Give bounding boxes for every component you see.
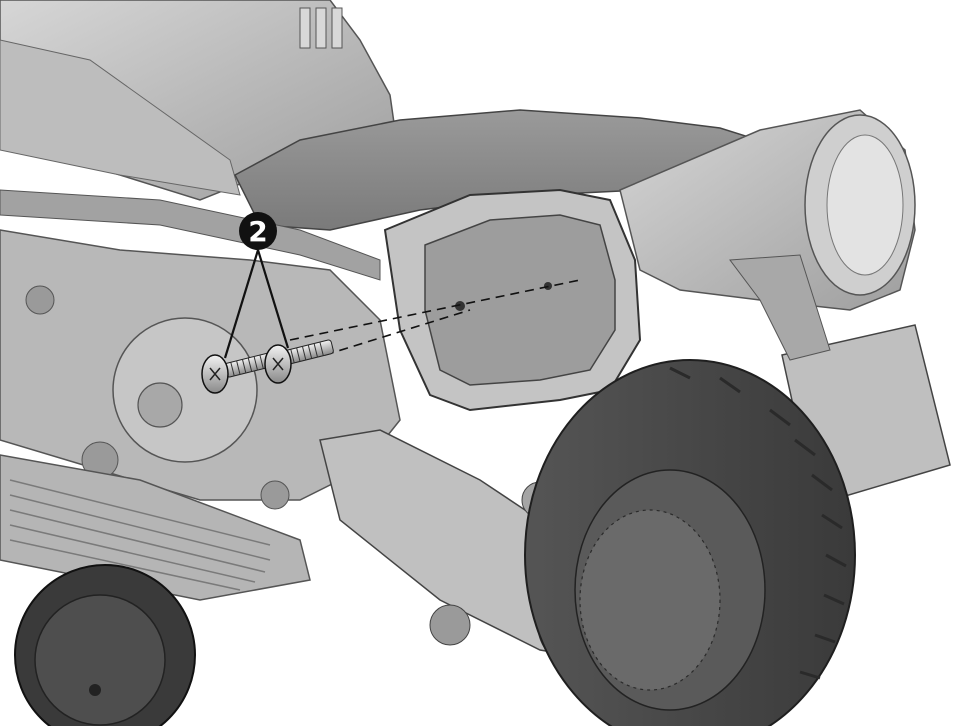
leader-line-right	[256, 249, 290, 349]
rear-axle-nut	[429, 604, 471, 646]
training-wheel-rim	[34, 594, 166, 726]
brake-disc	[579, 509, 721, 691]
license-plate-bracket	[729, 254, 831, 361]
alignment-guides	[289, 279, 581, 356]
saddlebag-inner-opening	[424, 214, 616, 386]
frame-tube	[0, 189, 381, 281]
engine-cover-hub	[137, 382, 183, 428]
tank-side-panel	[0, 39, 241, 196]
engine-bolt-2	[260, 480, 290, 510]
screw-right	[264, 339, 334, 384]
tank-vent-slots	[299, 7, 343, 49]
callout-leaders	[223, 249, 290, 359]
alignment-line-lower	[324, 309, 471, 356]
callout-number: 2	[248, 215, 267, 248]
alignment-line-upper	[289, 279, 581, 341]
leader-line-left	[223, 249, 260, 359]
engine-bolt-3	[25, 285, 55, 315]
tire-tread	[669, 366, 847, 680]
callout-badge	[239, 212, 277, 250]
callout-2: 2	[239, 212, 277, 250]
footboard-ridges	[9, 479, 271, 591]
training-wheel-hub	[89, 684, 101, 696]
mounting-hole-lower	[455, 301, 465, 311]
tail-light-lens	[826, 134, 904, 276]
engine-cover-disc	[112, 317, 258, 463]
